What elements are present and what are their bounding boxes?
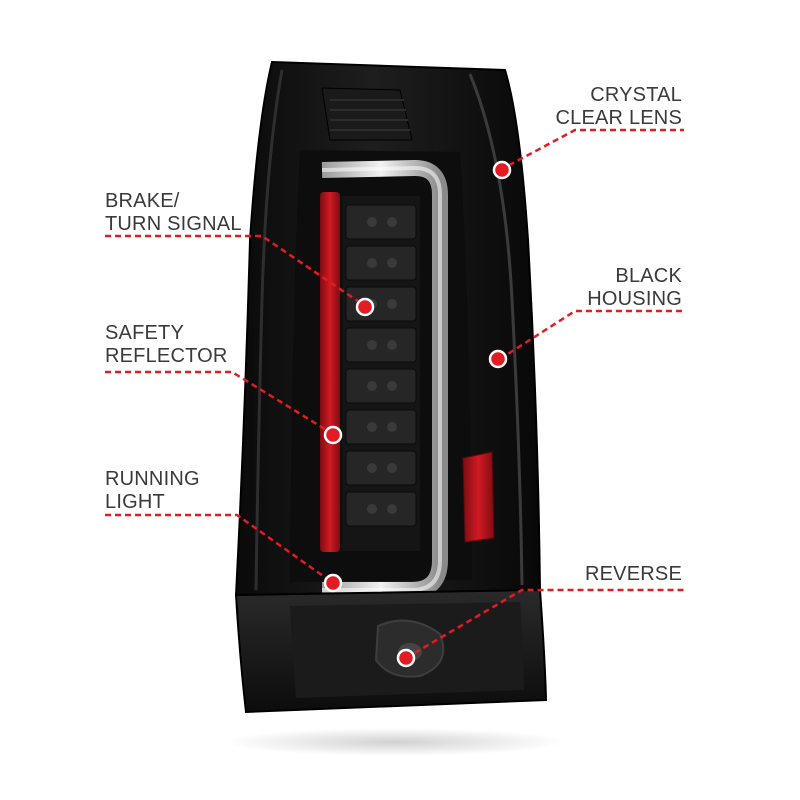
marker-brake-turn-signal — [355, 297, 375, 317]
marker-reverse — [396, 648, 416, 668]
top-vent — [321, 87, 413, 141]
label-black-housing: BLACK HOUSING — [587, 265, 682, 310]
marker-crystal-clear-lens — [492, 160, 512, 180]
led-array — [342, 196, 420, 551]
callout-lines — [105, 128, 684, 660]
marker-safety-reflector — [323, 425, 343, 445]
side-reflector — [462, 451, 495, 543]
marker-running-light — [323, 573, 343, 593]
label-crystal-clear-lens: CRYSTAL CLEAR LENS — [555, 84, 682, 129]
lens-edge-highlight — [468, 73, 524, 586]
marker-black-housing — [488, 349, 508, 369]
brake-red-strip — [320, 192, 340, 552]
label-safety-reflector: SAFETY REFLECTOR — [105, 322, 228, 367]
callout-markers — [323, 160, 512, 668]
label-brake-turn-signal: BRAKE/ TURN SIGNAL — [105, 190, 242, 235]
label-running-light: RUNNING LIGHT — [105, 468, 200, 513]
ground-shadow — [225, 728, 565, 756]
label-reverse: REVERSE — [585, 563, 682, 585]
